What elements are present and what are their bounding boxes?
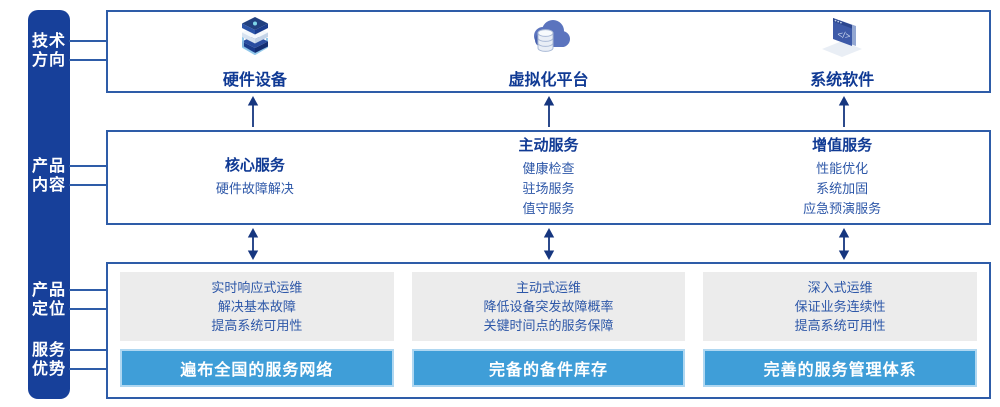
positioning-line: 深入式运维 <box>807 280 873 295</box>
double-arrow-icon <box>542 228 556 260</box>
rail-label-line: 产品 <box>31 158 66 175</box>
positioning-column: 深入式运维 保证业务连续性 提高系统可用性 完善的服务管理体系 <box>703 272 978 387</box>
service-title: 核心服务 <box>224 157 285 174</box>
service-item: 值守服务 <box>522 201 575 216</box>
advantage-bar: 完备的备件库存 <box>411 349 686 387</box>
rail-label-line: 优势 <box>31 361 66 378</box>
connector-line <box>69 165 107 167</box>
positioning-line: 解决基本故障 <box>217 299 296 314</box>
connector-line <box>69 308 107 310</box>
rail-label-line: 技术 <box>31 33 66 50</box>
service-item: 健康检查 <box>522 161 575 176</box>
service-title: 主动服务 <box>518 137 579 154</box>
tech-direction-panel: 硬件设备 虚拟化平台 <box>106 10 991 93</box>
positioning-line: 保证业务连续性 <box>794 299 886 314</box>
product-content-panel: 核心服务 硬件故障解决 主动服务 健康检查 驻场服务 值守服务 增值服务 性能优… <box>106 130 991 225</box>
tech-item-software: </> 系统软件 <box>695 12 989 91</box>
double-arrow-icon <box>246 228 260 260</box>
rail-label-tech-direction: 技术 方向 <box>28 32 70 70</box>
service-item: 性能优化 <box>816 161 869 176</box>
tech-item-label: 硬件设备 <box>222 72 287 89</box>
rail-label-line: 服务 <box>31 342 66 359</box>
positioning-line: 关键时间点的服务保障 <box>483 318 614 333</box>
rail-label-line: 方向 <box>31 52 66 69</box>
connector-line <box>69 368 107 370</box>
positioning-line: 提高系统可用性 <box>211 318 303 333</box>
tech-item-label: 虚拟化平台 <box>508 72 589 89</box>
rail-label-line: 产品 <box>31 282 66 299</box>
svg-text:</>: </> <box>837 29 852 41</box>
connector-line <box>69 40 107 42</box>
positioning-panel: 主动式运维 降低设备突发故障概率 关键时间点的服务保障 <box>411 272 686 341</box>
up-arrow-icon <box>837 96 851 127</box>
rail-label-service-advantage: 服务 优势 <box>28 341 70 379</box>
service-column-value-added: 增值服务 性能优化 系统加固 应急预演服务 <box>695 132 989 223</box>
double-arrow-icon <box>837 228 851 260</box>
server-stack-icon <box>231 13 279 64</box>
connector-line <box>69 349 107 351</box>
service-item: 硬件故障解决 <box>215 181 294 196</box>
service-title: 增值服务 <box>812 137 873 154</box>
service-column-active: 主动服务 健康检查 驻场服务 值守服务 <box>402 132 696 223</box>
service-item: 系统加固 <box>816 181 869 196</box>
positioning-line: 提高系统可用性 <box>794 318 886 333</box>
rail-label-product-content: 产品 内容 <box>28 157 70 195</box>
cloud-database-icon <box>525 13 573 64</box>
tech-item-virtualization: 虚拟化平台 <box>402 12 696 91</box>
tech-item-label: 系统软件 <box>810 72 875 89</box>
advantage-bar: 遍布全国的服务网络 <box>120 349 394 387</box>
connector-line <box>69 184 107 186</box>
positioning-line: 实时响应式运维 <box>211 280 303 295</box>
positioning-column: 实时响应式运维 解决基本故障 提高系统可用性 遍布全国的服务网络 <box>120 272 394 387</box>
positioning-line: 降低设备突发故障概率 <box>483 299 614 314</box>
service-column-core: 核心服务 硬件故障解决 <box>108 132 402 223</box>
positioning-line: 主动式运维 <box>516 280 582 295</box>
positioning-advantage-panel: 实时响应式运维 解决基本故障 提高系统可用性 遍布全国的服务网络 主动式运维 降… <box>106 262 991 399</box>
rail-label-line: 内容 <box>31 177 66 194</box>
up-arrow-icon <box>246 96 260 127</box>
service-item: 应急预演服务 <box>803 201 882 216</box>
positioning-column: 主动式运维 降低设备突发故障概率 关键时间点的服务保障 完备的备件库存 <box>411 272 686 387</box>
rail-label-product-positioning: 产品 定位 <box>28 281 70 319</box>
rail-label-line: 定位 <box>31 301 66 318</box>
left-category-rail: 技术 方向 产品 内容 产品 定位 服务 优势 <box>28 10 70 399</box>
service-item: 驻场服务 <box>522 181 575 196</box>
connector-line <box>69 289 107 291</box>
connector-line <box>69 59 107 61</box>
tech-item-hardware: 硬件设备 <box>108 12 402 91</box>
code-window-icon: </> <box>818 13 866 64</box>
up-arrow-icon <box>542 96 556 127</box>
positioning-panel: 深入式运维 保证业务连续性 提高系统可用性 <box>703 272 978 341</box>
advantage-bar: 完善的服务管理体系 <box>703 349 978 387</box>
positioning-panel: 实时响应式运维 解决基本故障 提高系统可用性 <box>120 272 394 341</box>
